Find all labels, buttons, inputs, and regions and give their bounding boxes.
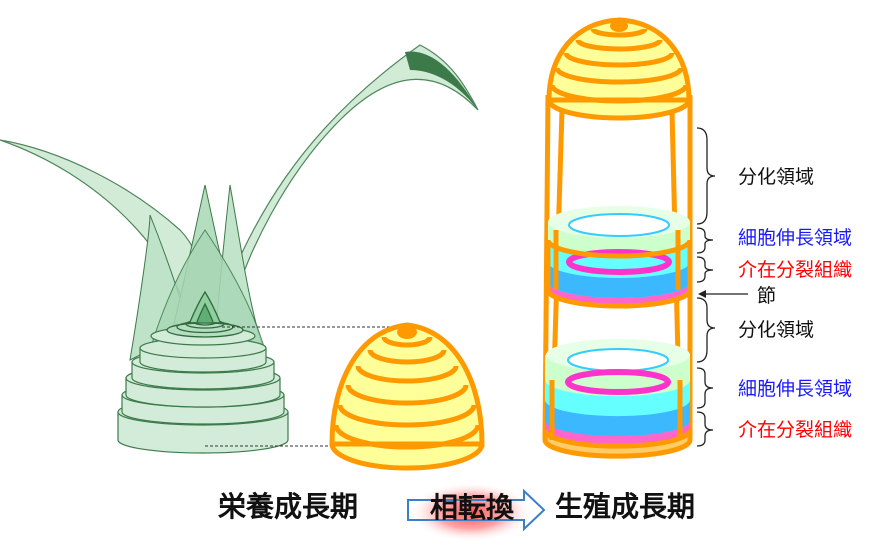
sheath-mid (149, 229, 266, 351)
label-node: 節 (757, 285, 777, 307)
right-curly-brace-icon (696, 127, 716, 225)
right-curly-brace-icon (696, 367, 714, 409)
right-curly-brace-icon (696, 256, 714, 283)
right-curly-brace-icon (696, 227, 714, 254)
right-curly-brace-icon (696, 411, 714, 447)
leaf-right (209, 44, 479, 331)
label-cell-elongation-zone-lower: 細胞伸長領域 (738, 378, 853, 400)
leaf-right-dark (405, 51, 478, 110)
label-reproductive-stage: 生殖成長期 (555, 490, 696, 523)
stem-top-dome (546, 17, 692, 121)
base-discs (117, 326, 289, 454)
upper-node-bands (545, 206, 693, 309)
label-intercalary-meristem-upper: 介在分裂組織 (738, 259, 853, 281)
right-arrow-icon (407, 488, 546, 532)
label-cell-elongation-zone-upper: 細胞伸長領域 (738, 227, 853, 249)
zone-braces (696, 127, 716, 447)
label-vegetative-stage: 栄養成長期 (218, 490, 359, 523)
lower-node-bands (542, 339, 693, 459)
apex-dome (329, 322, 485, 471)
right-curly-brace-icon (696, 297, 716, 363)
label-differentiation-zone-lower: 分化領域 (738, 319, 815, 341)
reproductive-stem (542, 17, 693, 459)
stem-inner-bars (549, 230, 683, 440)
label-phase-change: 相転換 (430, 491, 515, 524)
label-intercalary-meristem-lower: 介在分裂組織 (738, 419, 853, 441)
node-pointer (698, 290, 748, 298)
vegetative-plant (0, 44, 479, 454)
label-differentiation-zone-upper: 分化領域 (738, 166, 815, 188)
phase-change-arrow (407, 482, 546, 542)
